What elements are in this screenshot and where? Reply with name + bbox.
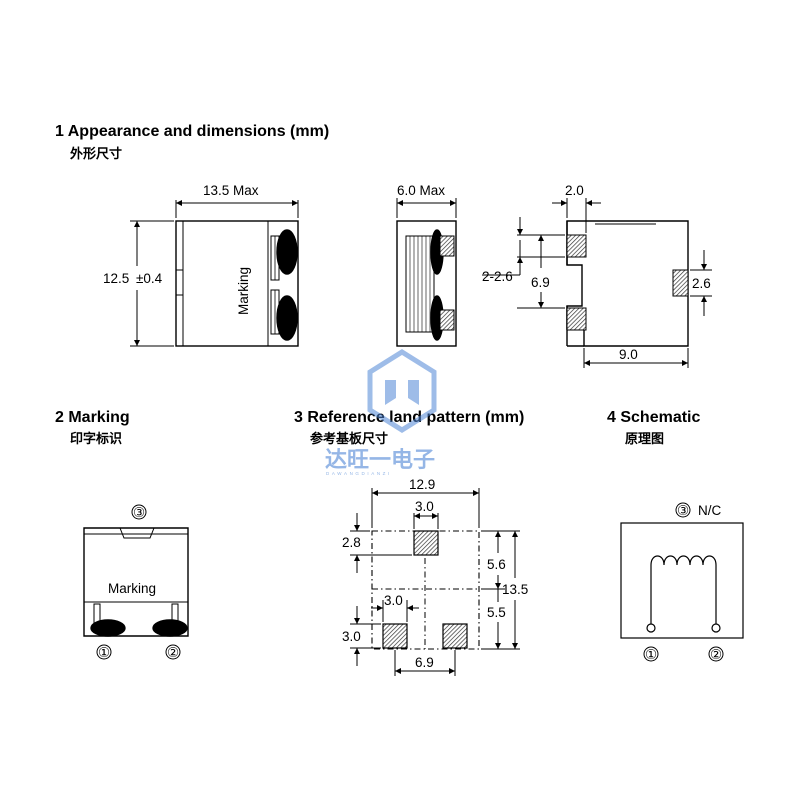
section-3-subtitle: 参考基板尺寸 (310, 431, 388, 447)
schematic-pin1: ① (645, 647, 657, 662)
land-top-pad-label: 3.0 (415, 499, 434, 514)
section-2-subtitle: 印字标识 (70, 431, 122, 447)
land-bottom-pad-width-label: 3.0 (384, 593, 403, 608)
section-4-subtitle: 原理图 (625, 432, 664, 447)
front-view (130, 200, 299, 347)
section-2-title: 2 Marking (55, 409, 130, 426)
schematic-view (620, 502, 744, 662)
land-width-label: 12.9 (409, 477, 435, 492)
land-pattern-view (350, 488, 520, 676)
side-width-label: 6.0 Max (397, 183, 445, 198)
side-view (396, 198, 457, 347)
front-width-label: 13.5 Max (203, 183, 259, 198)
land-lower-height-label: 5.5 (487, 605, 506, 620)
bottom-width-label: 9.0 (619, 347, 638, 362)
schematic-nc-label: N/C (698, 503, 722, 518)
section-4-title: 4 Schematic (607, 409, 700, 426)
marking-pin1: ① (98, 645, 110, 660)
front-height-tolerance: ±0.4 (136, 271, 163, 286)
section-1-subtitle: 外形尺寸 (69, 146, 122, 162)
watermark-pinyin-text: DAWANGDIANZI (326, 471, 392, 476)
land-total-height-label: 13.5 (502, 582, 528, 597)
section-1-title: 1 Appearance and dimensions (mm) (55, 123, 329, 140)
schematic-pin3: ③ (677, 503, 689, 518)
bottom-right-pad-label: 2.6 (692, 276, 711, 291)
marking-pin2: ② (167, 645, 179, 660)
section-3-title: 3 Reference land pattern (mm) (294, 409, 524, 426)
bottom-left-outer-label: 2-2.6 (482, 269, 513, 284)
schematic-pin2: ② (710, 647, 722, 662)
land-upper-height-label: 5.6 (487, 557, 506, 572)
land-bottom-pad-height-label: 3.0 (342, 629, 361, 644)
marking-pin3: ③ (133, 505, 145, 520)
watermark-logo (367, 349, 437, 433)
land-pad-gap-label: 6.9 (415, 655, 434, 670)
marking-text: Marking (108, 581, 156, 596)
marking-view (83, 504, 189, 660)
land-top-pad-height-label: 2.8 (342, 535, 361, 550)
front-marking-label: Marking (236, 267, 251, 315)
bottom-top-pad-label: 2.0 (565, 183, 584, 198)
bottom-pad-span-label: 6.9 (531, 275, 550, 290)
bottom-view (482, 198, 712, 368)
watermark-brand-text: 达旺一电子 (325, 448, 435, 473)
front-height-value: 12.5 (103, 271, 129, 286)
